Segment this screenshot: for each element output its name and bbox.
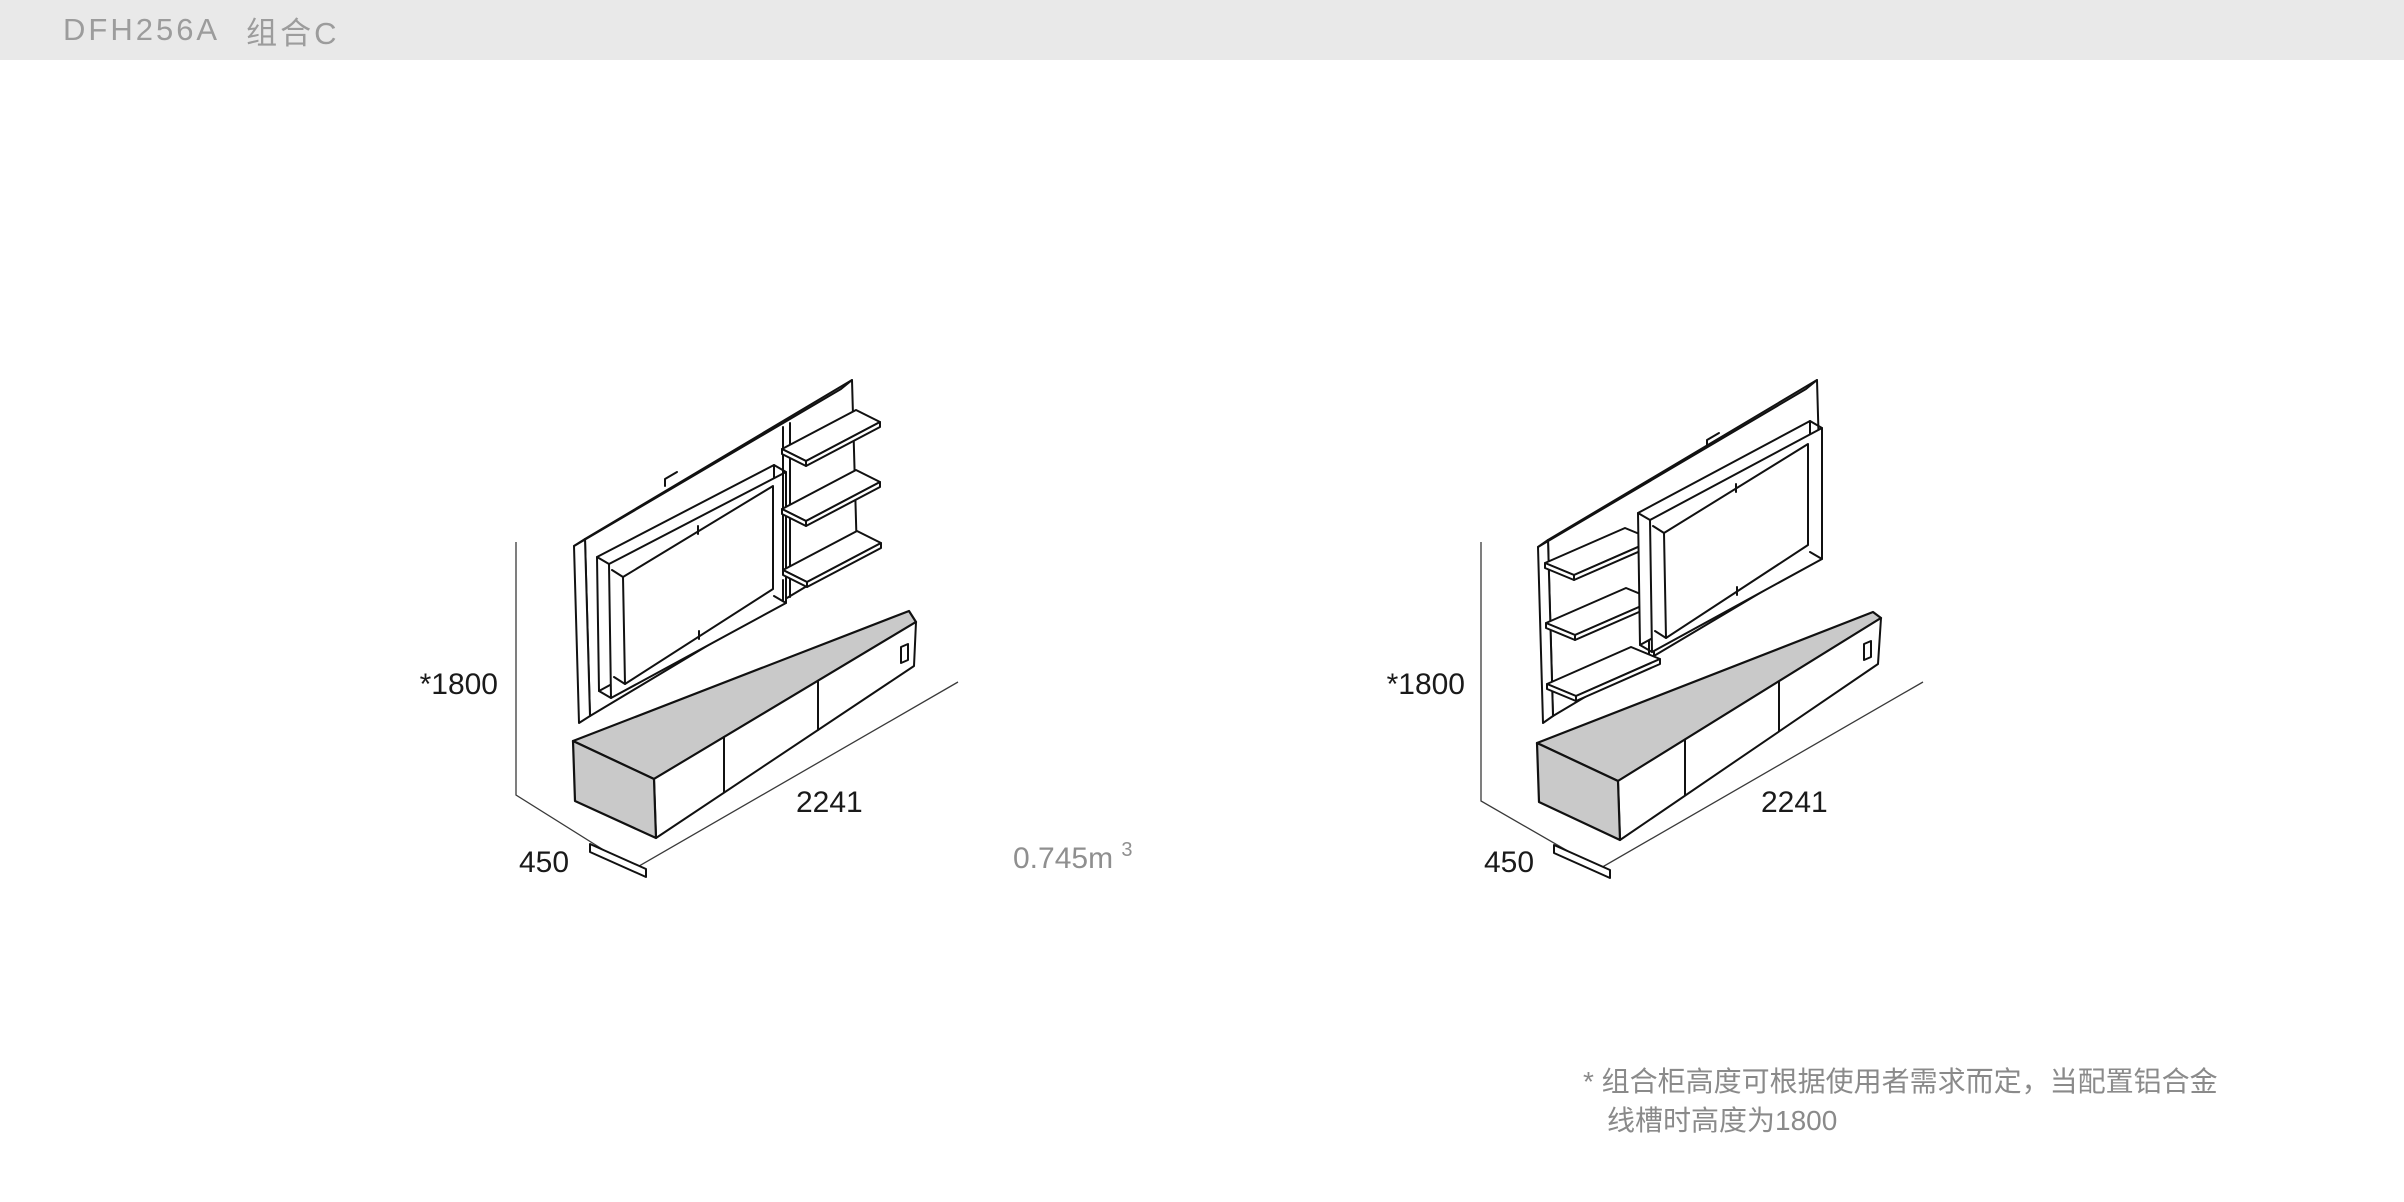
cabinet-end bbox=[571, 739, 658, 840]
panel-top-edge bbox=[1537, 379, 1818, 548]
footnote: * 组合柜高度可根据使用者需求而定，当配置铝合金 线槽时高度为1800 bbox=[1583, 1062, 2363, 1140]
left-tv-frame bbox=[596, 464, 787, 699]
tv-frame-corner-edges bbox=[1637, 420, 1823, 653]
shelf-end bbox=[782, 569, 808, 588]
left-tv-cabinet bbox=[571, 609, 918, 878]
footnote-line-2: 线槽时高度为1800 bbox=[1607, 1105, 1838, 1136]
cabinet-foot bbox=[900, 643, 909, 664]
tv-frame-inner-opening bbox=[622, 485, 774, 685]
header-bar: DFH256A 组合C bbox=[0, 0, 2404, 60]
panel-top-notch bbox=[664, 471, 678, 487]
volume-exponent: 3 bbox=[1121, 839, 1132, 861]
tv-mount-ticks bbox=[1735, 483, 1738, 596]
cabinet-end bbox=[1535, 741, 1622, 842]
panel-top-notch bbox=[1706, 432, 1720, 448]
shelf-2 bbox=[781, 469, 881, 527]
shelf-support-strips bbox=[782, 422, 791, 602]
drawer-dividers bbox=[1684, 681, 1780, 796]
shelf-end bbox=[1546, 683, 1577, 702]
tv-frame-inner-depth-edges bbox=[611, 569, 626, 685]
right-tv-cabinet bbox=[1535, 610, 1883, 879]
volume-value: 0.745m bbox=[1013, 842, 1113, 875]
right-shelves bbox=[1544, 527, 1661, 702]
combo-name: 组合C bbox=[246, 15, 340, 51]
model-code: DFH256A bbox=[63, 12, 221, 47]
volume-label: 0.745m 3 bbox=[1013, 839, 1133, 875]
shelf-end bbox=[781, 508, 807, 527]
left-shelves bbox=[781, 409, 882, 602]
cabinet-foot bbox=[1863, 640, 1872, 661]
shelf-3 bbox=[1546, 646, 1661, 702]
right-width-label: 2241 bbox=[1761, 786, 1828, 819]
left-height-label: *1800 bbox=[420, 668, 498, 701]
shelf-end bbox=[1545, 622, 1576, 641]
shelf-end bbox=[1544, 562, 1575, 581]
left-width-label: 2241 bbox=[796, 786, 863, 819]
tv-frame-inner-depth-edges bbox=[1652, 525, 1667, 639]
cabinet-plinth bbox=[589, 843, 647, 878]
left-unit-drawing: *1800 450 2241 bbox=[420, 379, 959, 879]
right-depth-label: 450 bbox=[1484, 846, 1534, 879]
shelf-3 bbox=[782, 530, 882, 588]
shelf-1 bbox=[781, 409, 881, 467]
right-dimension-lines bbox=[1480, 542, 1924, 870]
right-tv-frame bbox=[1637, 420, 1823, 653]
left-dimension-lines bbox=[515, 542, 959, 870]
right-height-label: *1800 bbox=[1387, 668, 1465, 701]
shelf-end bbox=[781, 448, 807, 467]
footnote-line-1: * 组合柜高度可根据使用者需求而定，当配置铝合金 bbox=[1583, 1066, 2218, 1097]
panel-top-edge bbox=[573, 379, 853, 547]
tv-mount-ticks bbox=[697, 525, 700, 640]
left-depth-label: 450 bbox=[519, 846, 569, 879]
tv-frame-inner-opening bbox=[1663, 443, 1809, 639]
tv-frame-corner-edges bbox=[596, 464, 787, 699]
right-unit-drawing: *1800 450 2241 bbox=[1387, 379, 1924, 879]
drawer-dividers bbox=[723, 680, 819, 793]
cabinet-plinth bbox=[1553, 844, 1611, 879]
